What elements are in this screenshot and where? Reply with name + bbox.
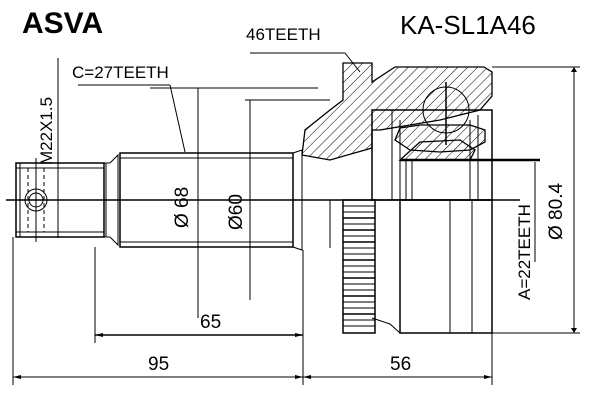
dia-80-4-label: Ø 80.4 xyxy=(546,183,567,240)
length-65-label: 65 xyxy=(200,312,221,333)
dia-80-4-dim xyxy=(492,66,580,334)
abs-ring-teeth-label: 46TEETH xyxy=(246,25,321,44)
length-95-dim xyxy=(12,237,304,385)
length-56-label: 56 xyxy=(390,354,411,375)
dia-68-label: Ø 68 xyxy=(172,187,193,228)
part-number: KA-SL1A46 xyxy=(400,10,536,40)
outer-spline-label: C=27TEETH xyxy=(72,63,169,82)
inner-spline-label: A=22TEETH xyxy=(515,204,534,300)
dia-60-label: Ø60 xyxy=(226,194,247,230)
outer-spline-leader xyxy=(78,84,186,153)
abs-tone-ring xyxy=(329,199,376,334)
shaft-body xyxy=(119,149,303,251)
thread-label: M22X1.5 xyxy=(37,97,56,165)
length-95-label: 95 xyxy=(148,354,169,375)
brand-logo: ASVA xyxy=(22,7,103,40)
threaded-stub xyxy=(15,153,119,247)
length-56-dim xyxy=(303,333,493,385)
outer-race xyxy=(301,62,540,334)
length-65-dim xyxy=(94,247,304,343)
